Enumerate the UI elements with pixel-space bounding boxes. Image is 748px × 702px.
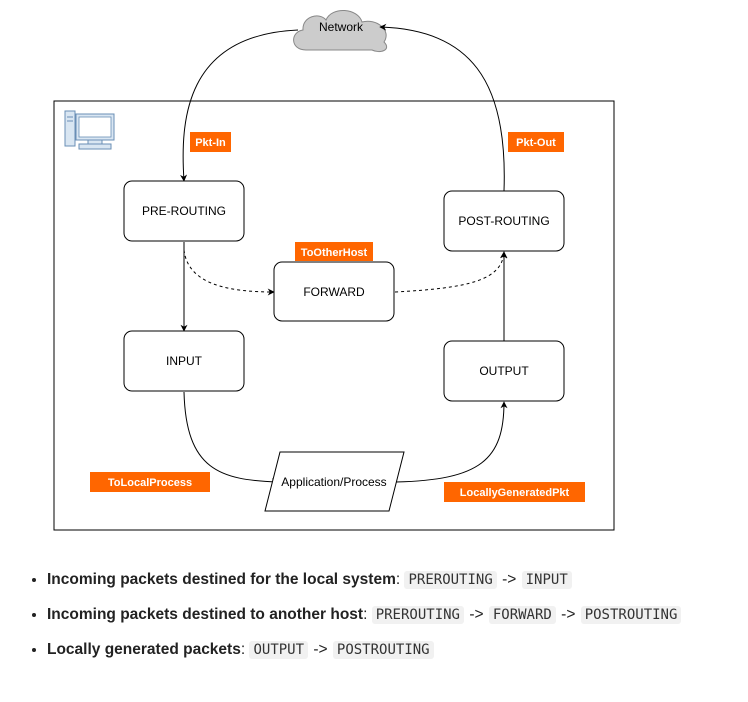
- tag-to-other-host: [295, 242, 373, 261]
- network-label: Network: [319, 20, 364, 34]
- note-locally-generated: Locally generated packets: OUTPUT -> POS…: [47, 640, 747, 660]
- node-input: [123, 330, 245, 392]
- arrow-prerouting-to-forward: [183, 249, 275, 296]
- tag-to-local-process: [90, 472, 210, 492]
- tag-pkt-out-label: Pkt-Out: [516, 137, 556, 149]
- node-prerouting: [123, 180, 245, 242]
- node-output: [443, 340, 565, 402]
- node-postrouting: [443, 190, 565, 252]
- arrow-forward-to-postrouting: [394, 251, 508, 293]
- note-local-system: Incoming packets destined for the local …: [47, 570, 747, 590]
- node-postrouting-label: POST-ROUTING: [458, 214, 549, 228]
- arrow-application-to-output: [395, 401, 508, 483]
- chain-code: PREROUTING: [404, 571, 497, 589]
- node-forward-label: FORWARD: [303, 285, 365, 299]
- computer-icon: [64, 110, 115, 150]
- arrow-network-to-prerouting: [180, 29, 299, 182]
- host-container: [53, 100, 615, 531]
- node-prerouting-label: PRE-ROUTING: [142, 204, 226, 218]
- netfilter-flow-diagram: Network PRE-ROUTING POST-ROUTING FORWARD…: [53, 10, 615, 531]
- chain-code: FORWARD: [488, 606, 556, 624]
- chain-code: POSTROUTING: [580, 606, 682, 624]
- node-output-label: OUTPUT: [479, 364, 529, 378]
- note-label: Locally generated packets: [47, 641, 241, 658]
- tag-pkt-in: [190, 132, 231, 152]
- chain-code: OUTPUT: [249, 641, 309, 659]
- note-another-host: Incoming packets destined to another hos…: [47, 605, 747, 625]
- arrow-separator: ->: [313, 641, 328, 658]
- tag-locally-generated-label: LocallyGeneratedPkt: [460, 487, 570, 499]
- node-application-label: Application/Process: [281, 475, 386, 489]
- note-colon: :: [395, 571, 401, 588]
- arrow-separator: ->: [469, 606, 484, 623]
- network-cloud: [293, 10, 388, 53]
- arrow-postrouting-to-network: [379, 23, 505, 192]
- node-input-label: INPUT: [166, 354, 203, 368]
- node-forward: [273, 261, 395, 322]
- chain-code: INPUT: [521, 571, 572, 589]
- tag-locally-generated: [444, 482, 585, 502]
- chain-code: POSTROUTING: [332, 641, 434, 659]
- note-colon: :: [363, 606, 368, 623]
- tag-to-local-process-label: ToLocalProcess: [108, 477, 192, 489]
- chain-code: PREROUTING: [371, 606, 464, 624]
- node-application: [264, 451, 405, 512]
- arrow-separator: ->: [502, 571, 517, 588]
- tag-pkt-out: [508, 132, 564, 152]
- packet-flow-notes: Incoming packets destined for the local …: [22, 570, 747, 675]
- arrow-separator: ->: [561, 606, 576, 623]
- note-colon: :: [240, 641, 246, 658]
- arrow-input-to-application: [183, 391, 279, 486]
- tag-to-other-host-label: ToOtherHost: [301, 247, 368, 259]
- tag-pkt-in-label: Pkt-In: [195, 137, 226, 149]
- note-label: Incoming packets destined for the local …: [47, 571, 396, 588]
- note-label: Incoming packets destined to another hos…: [47, 606, 364, 623]
